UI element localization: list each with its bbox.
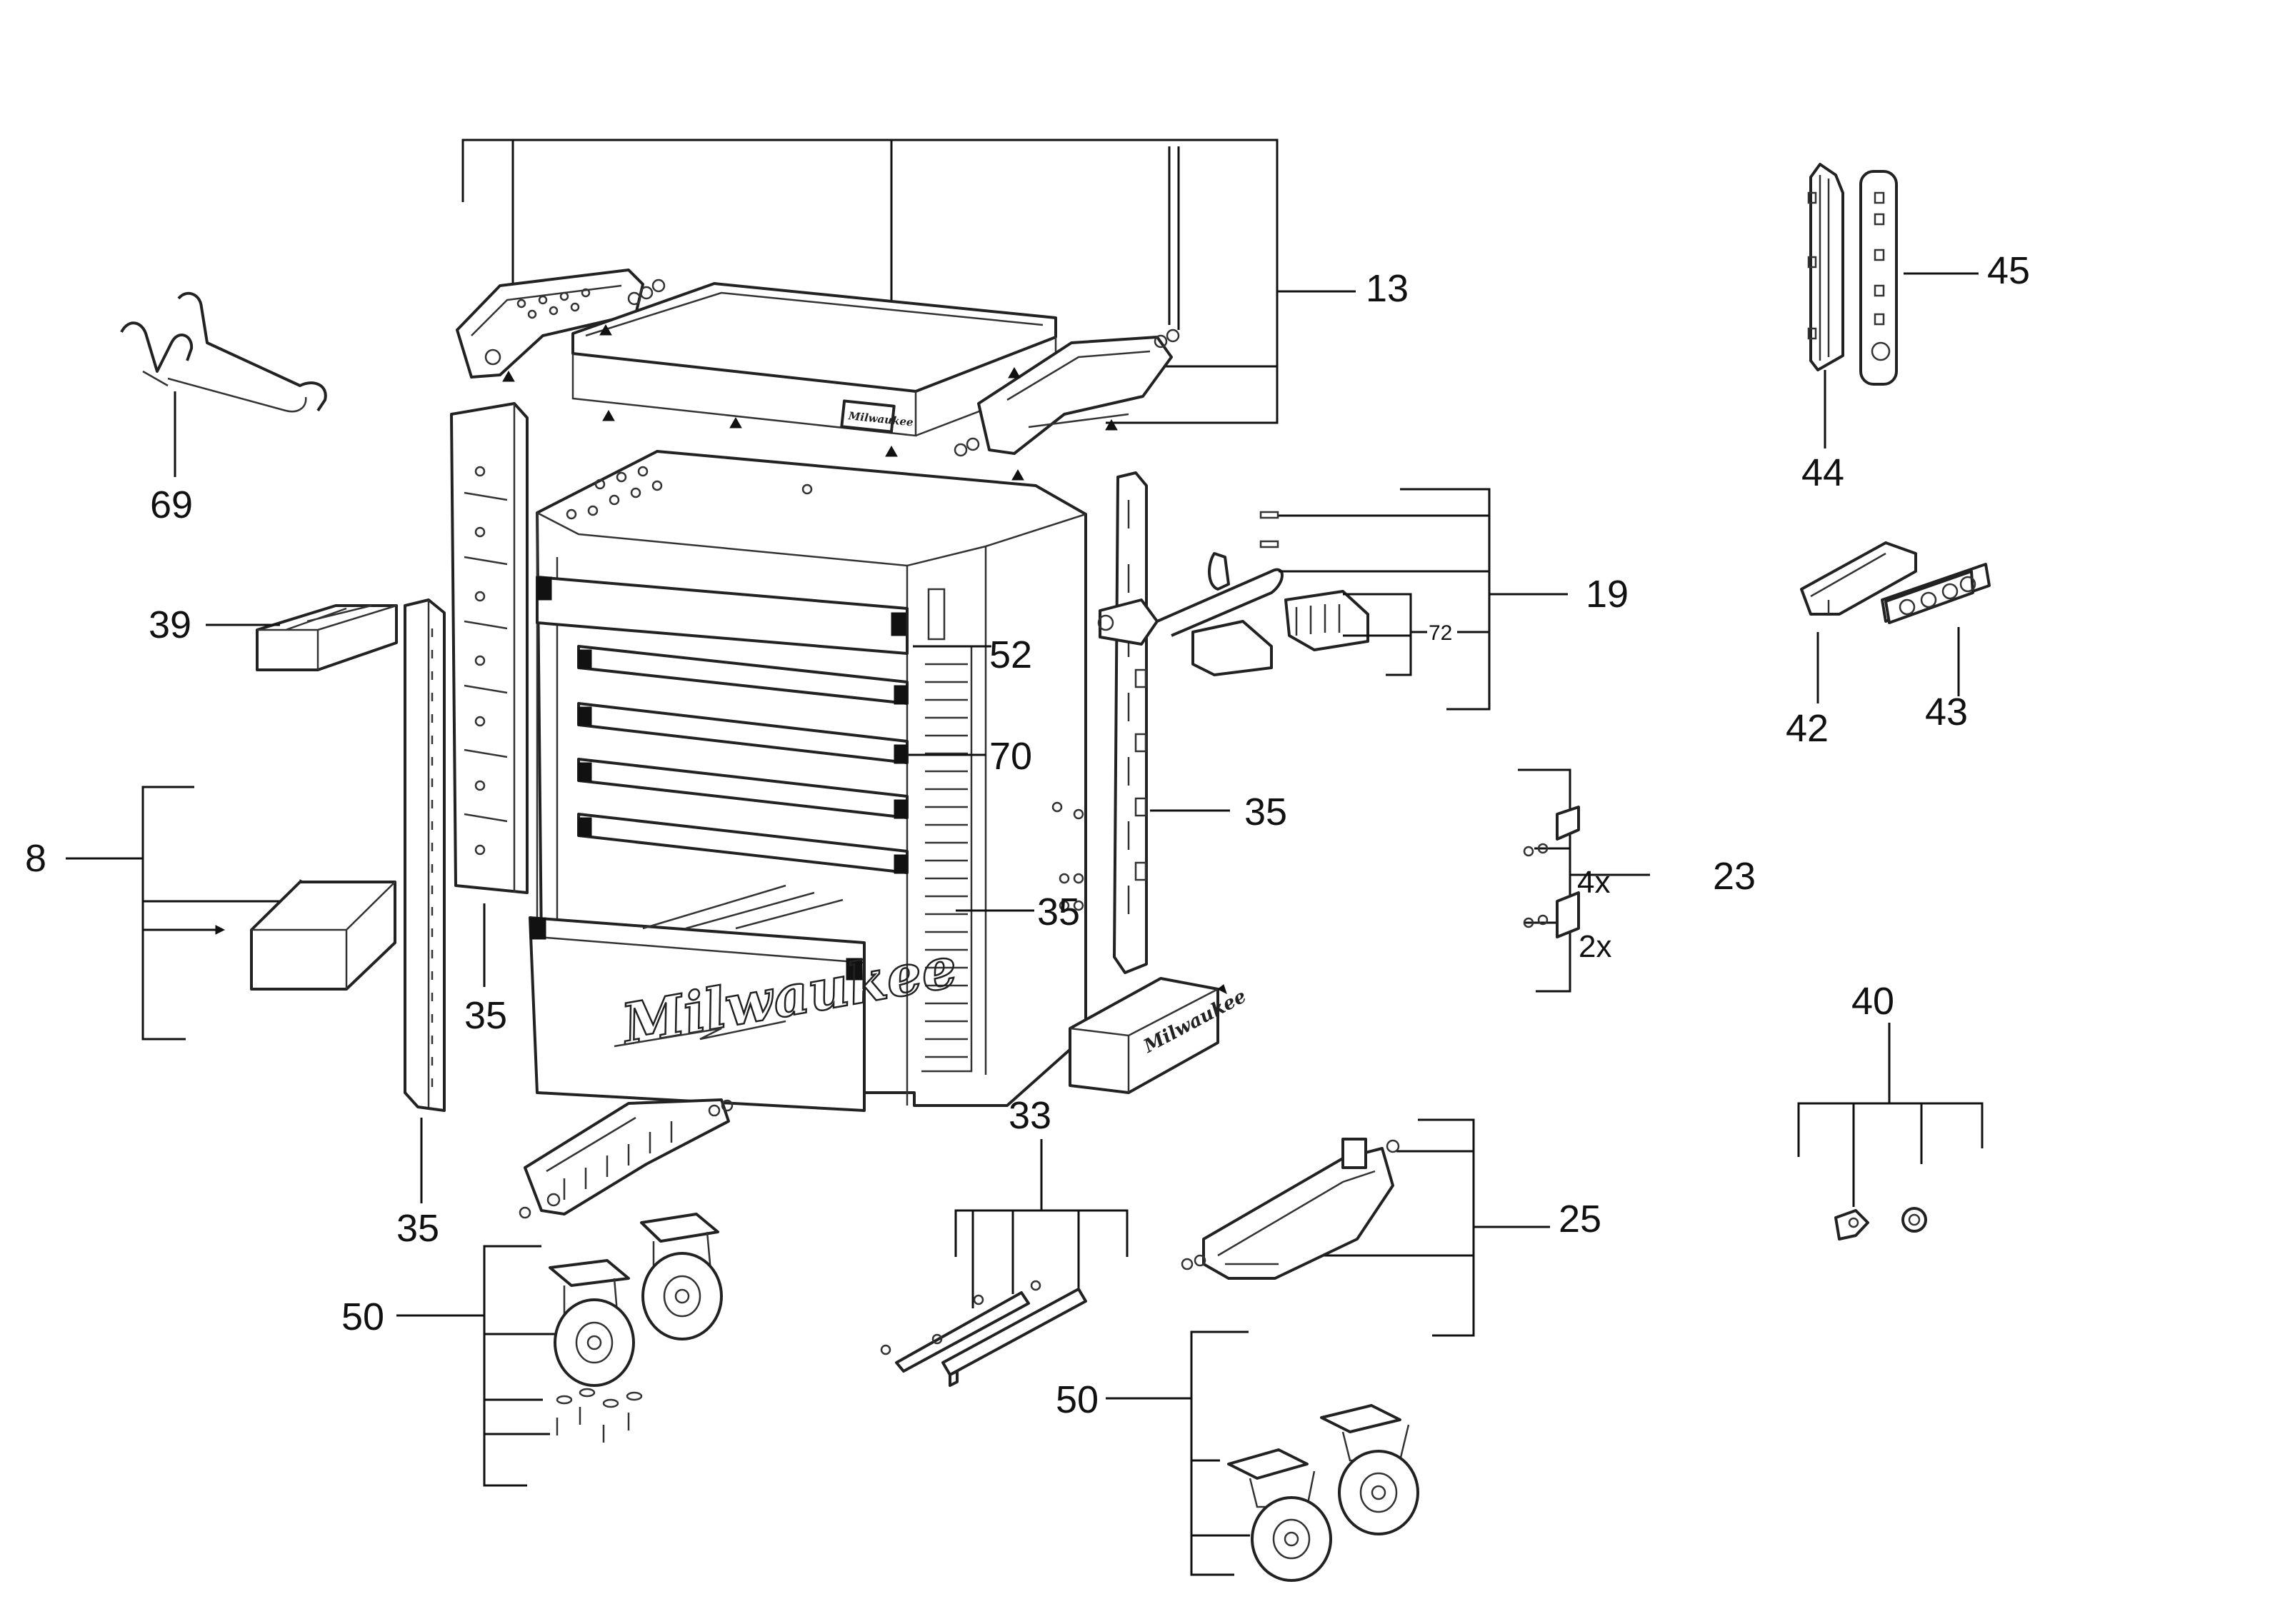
label-13: 13 <box>1366 267 1409 310</box>
tray-holes <box>516 288 591 319</box>
label-35-left: 35 <box>464 994 507 1037</box>
callout-50-right-bracket <box>1106 1330 1250 1576</box>
label-42: 42 <box>1786 707 1829 750</box>
callout-8-bracket <box>66 786 310 1041</box>
label-50-right: 50 <box>1056 1378 1099 1421</box>
part-19-side-handle <box>1097 511 1369 676</box>
label-69: 69 <box>150 483 193 526</box>
label-43: 43 <box>1925 691 1968 733</box>
part-8-bin <box>250 881 396 991</box>
part-33-drawer-slides <box>880 1280 1087 1387</box>
label-2x: 2x <box>1579 929 1611 964</box>
part-45-power-strip <box>1859 170 1979 386</box>
callout-23-bracket <box>1518 768 1650 993</box>
callout-labels: 13 45 69 44 19 72 39 52 42 43 70 35 8 23… <box>25 249 2030 1421</box>
label-39: 39 <box>149 603 191 646</box>
label-35-bottom: 35 <box>396 1207 439 1250</box>
front-handle-bar <box>519 1098 734 1219</box>
callout-40-bracket <box>1797 1023 1984 1207</box>
cabinet-body: Milwaukee <box>529 450 1087 1112</box>
label-44: 44 <box>1801 451 1844 494</box>
part-43-outlet-strip <box>1881 563 1991 696</box>
label-35-center: 35 <box>1037 891 1080 933</box>
part-39-small-bin <box>206 604 398 671</box>
part-50-swivel-casters <box>1227 1404 1419 1582</box>
label-19: 19 <box>1586 573 1629 616</box>
callout-25-bracket <box>1318 1118 1550 1337</box>
label-72: 72 <box>1429 621 1452 645</box>
top-side-tray-right <box>954 329 1180 457</box>
label-4x: 4x <box>1577 865 1610 900</box>
part-69-hook <box>120 291 327 477</box>
part-42-mount-bracket <box>1800 541 1917 703</box>
label-52: 52 <box>989 633 1032 676</box>
right-wall-holes <box>1051 801 1084 911</box>
label-70: 70 <box>989 735 1032 778</box>
part-23-hinges <box>1523 806 1580 938</box>
top-screws <box>502 324 1118 481</box>
label-33: 33 <box>1009 1094 1051 1137</box>
part-25-rear-handle <box>1181 1138 1400 1280</box>
left-side-panel-pegboard <box>450 402 529 894</box>
label-23: 23 <box>1713 855 1756 898</box>
label-8: 8 <box>25 837 46 880</box>
label-40: 40 <box>1851 980 1894 1023</box>
part-40-lock <box>1834 1207 1927 1240</box>
front-left-side-strip <box>404 598 446 1112</box>
label-25: 25 <box>1559 1198 1601 1240</box>
label-45: 45 <box>1987 249 2030 292</box>
part-50-fixed-casters <box>549 1213 723 1443</box>
label-35-right: 35 <box>1244 791 1287 833</box>
callout-33-bracket <box>954 1139 1129 1308</box>
right-side-bin: Milwaukee <box>1069 977 1250 1094</box>
label-50-left: 50 <box>341 1295 384 1338</box>
callout-19-bracket <box>1279 488 1568 711</box>
callout-50-left-bracket <box>396 1245 556 1487</box>
right-side-panel <box>1113 471 1148 974</box>
part-44-strip-bracket <box>1807 163 1844 448</box>
